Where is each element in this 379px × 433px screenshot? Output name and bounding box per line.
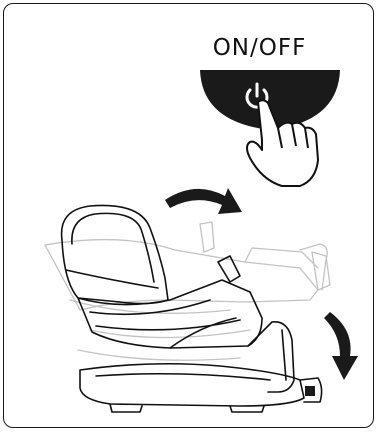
recline-arrow-icon [165,188,242,214]
down-arrow-icon [324,312,358,380]
massage-chair-illustration [45,205,330,412]
